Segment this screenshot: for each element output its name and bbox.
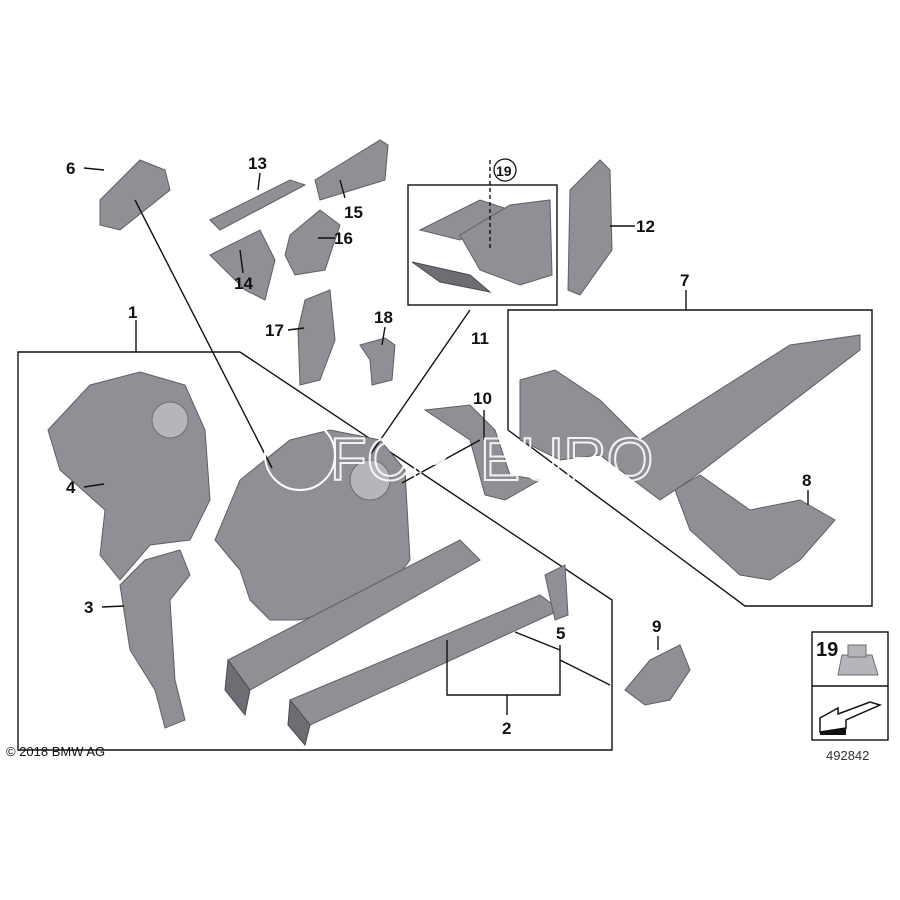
- callout-9: 9: [652, 617, 661, 636]
- callout-3: 3: [84, 598, 93, 617]
- callout-5: 5: [556, 624, 565, 643]
- callout-18: 18: [374, 308, 393, 327]
- callout-6: 6: [66, 159, 75, 178]
- svg-text:EURO: EURO: [480, 426, 653, 493]
- group-box-11: [407, 184, 558, 306]
- callout-1: 1: [128, 303, 137, 322]
- part-18-bracket: [359, 337, 396, 386]
- watermark-logo: FCP EURO: [264, 419, 654, 494]
- arrow-left-icon: [819, 701, 883, 733]
- svg-text:FCP: FCP: [330, 426, 450, 493]
- part-9-bracket: [624, 644, 691, 706]
- nut-icon: [837, 654, 879, 676]
- callout-12: 12: [636, 217, 655, 236]
- callout-16: 16: [334, 229, 353, 248]
- copyright: © 2018 BMW AG: [6, 744, 106, 759]
- callout-19-circled: 19: [496, 163, 512, 179]
- part-12-pillar: [567, 159, 613, 296]
- callout-14: 14: [234, 274, 253, 293]
- leader-lines: [83, 160, 809, 715]
- part-16-bracket: [284, 209, 341, 276]
- callout-15: 15: [344, 203, 363, 222]
- legend-part-number: 19: [816, 639, 838, 661]
- callout-4: 4: [66, 478, 76, 497]
- part-11-plate-b: [459, 199, 553, 286]
- callout-2: 2: [502, 719, 511, 738]
- diagram-id: 492842: [826, 748, 870, 763]
- part-11-rail: [411, 261, 492, 293]
- callout-17: 17: [265, 321, 284, 340]
- callout-7: 7: [680, 271, 689, 290]
- part-10-bracket: [423, 404, 542, 501]
- callout-10: 10: [473, 389, 492, 408]
- part-5-bracket: [544, 564, 569, 621]
- part-7-rail: [519, 334, 861, 501]
- part-3-arch-rail: [119, 549, 191, 729]
- group-box-7: [507, 309, 873, 607]
- callout-13: 13: [248, 154, 267, 173]
- part-6-support: [99, 159, 171, 231]
- part-4-wheel-arch: [47, 371, 211, 581]
- callout-8: 8: [802, 471, 811, 490]
- group-box-1: [17, 351, 613, 751]
- callout-11: 11: [471, 329, 489, 348]
- part-15-plate: [314, 139, 389, 201]
- part-13-plate: [209, 179, 307, 231]
- part-17-bracket: [297, 289, 336, 386]
- part-8-bracket: [674, 474, 836, 581]
